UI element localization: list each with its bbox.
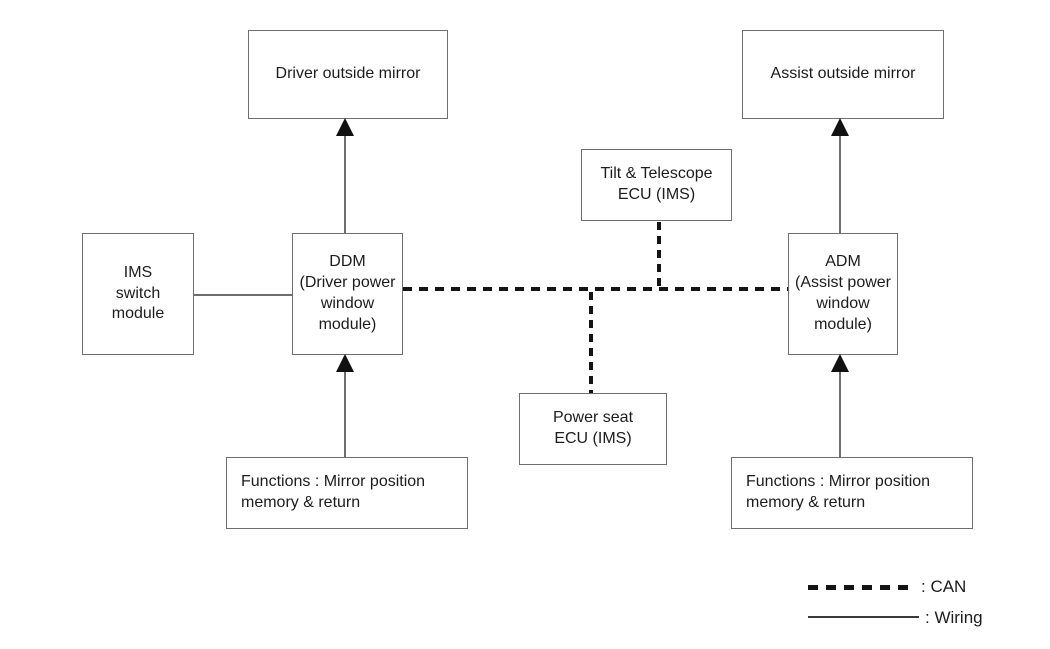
can-bus-ddm-to-adm <box>403 287 788 291</box>
box-adm: ADM (Assist power window module) <box>788 233 898 355</box>
box-functions-driver: Functions : Mirror position memory & ret… <box>226 457 468 529</box>
wiring-line-ims-to-ddm <box>194 294 292 296</box>
wiring-line-functions-to-adm <box>839 369 841 457</box>
legend-can-label: : CAN <box>921 577 967 596</box>
box-ims-switch-module: IMS switch module <box>82 233 194 355</box>
arrowhead-up-icon <box>831 354 849 372</box>
arrowhead-up-icon <box>336 118 354 136</box>
arrowhead-up-icon <box>831 118 849 136</box>
box-assist-outside-mirror: Assist outside mirror <box>742 30 944 119</box>
can-line-tilt-telescope-to-bus <box>657 222 661 288</box>
legend-wiring-line-sample <box>808 616 919 618</box>
wiring-line-functions-to-ddm <box>344 369 346 457</box>
box-functions-assist: Functions : Mirror position memory & ret… <box>731 457 973 529</box>
can-line-power-seat-to-bus <box>589 292 593 393</box>
box-tilt-telescope-ecu: Tilt & Telescope ECU (IMS) <box>581 149 732 221</box>
box-driver-outside-mirror: Driver outside mirror <box>248 30 448 119</box>
arrowhead-up-icon <box>336 354 354 372</box>
box-power-seat-ecu: Power seat ECU (IMS) <box>519 393 667 465</box>
wiring-line-ddm-to-driver-mirror <box>344 134 346 233</box>
legend-can-line-sample <box>808 585 915 590</box>
box-ddm: DDM (Driver power window module) <box>292 233 403 355</box>
wiring-line-adm-to-assist-mirror <box>839 134 841 233</box>
legend-wiring-label: : Wiring <box>925 608 983 627</box>
